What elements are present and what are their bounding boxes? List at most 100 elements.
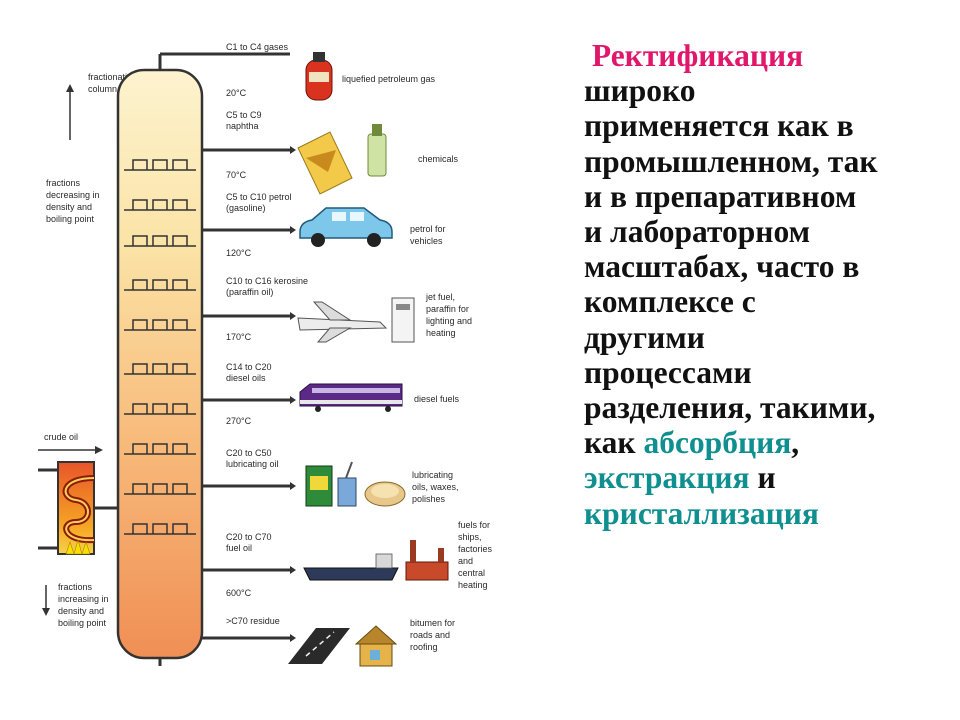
fraction-label: C5 to C9: [226, 110, 262, 120]
text-line: экстракция и: [584, 460, 956, 495]
term-extraction: экстракция: [584, 460, 750, 496]
bubble-cap: [152, 279, 168, 290]
bubble-cap: [152, 319, 168, 330]
fraction-label: >C70 residue: [226, 616, 280, 626]
text-line: промышленном, так: [584, 143, 878, 179]
car-icon: [299, 207, 393, 247]
outlet-arrow: [290, 312, 296, 320]
bubble-cap: [172, 443, 188, 454]
product-label: chemicals: [418, 154, 459, 164]
text-line: широко: [584, 73, 696, 109]
crude-oil-label: crude oil: [44, 432, 78, 442]
bubble-cap: [132, 403, 148, 414]
text-line: и в препаративном: [584, 178, 857, 214]
furnace: [57, 461, 118, 555]
bubble-cap: [152, 363, 168, 374]
text-line: комплексе с: [584, 284, 756, 320]
text-line: процессами: [584, 354, 752, 390]
bubble-cap: [132, 235, 148, 246]
temperature-label: 170°C: [226, 332, 252, 342]
bubble-cap: [132, 319, 148, 330]
product-label: jet fuel, paraffin for lighting and heat…: [425, 292, 475, 338]
term-absorption: абсорбция: [643, 425, 792, 461]
bubble-cap: [152, 403, 168, 414]
fraction-label: naphtha: [226, 121, 259, 131]
bubble-cap: [172, 403, 188, 414]
fraction-labels: C1 to C4 gases C5 to C9 naphtha C5 to C1…: [226, 42, 308, 626]
text-line: применяется как в: [584, 108, 854, 144]
bubble-cap: [172, 319, 188, 330]
ship-factory-icon: [303, 540, 449, 581]
term-crystallization: кристаллизация: [584, 495, 819, 531]
product-label: petrol for vehicles: [410, 224, 448, 246]
bubble-cap: [152, 199, 168, 210]
text-line: Ректификация: [584, 38, 956, 73]
product-label: liquefied petroleum gas: [342, 74, 436, 84]
title-term: Ректификация: [591, 38, 804, 73]
temperature-label: 20°C: [226, 88, 247, 98]
fraction-label: (gasoline): [226, 203, 266, 213]
fraction-label: fuel oil: [226, 543, 252, 553]
slide-text: Ректификация широко применяется как в пр…: [584, 38, 956, 531]
chemicals-icon: [297, 124, 387, 195]
bubble-cap: [132, 483, 148, 494]
bubble-cap: [132, 523, 148, 534]
bubble-cap: [132, 159, 148, 170]
fractionating-column-diagram: fractionating column fractions decreasin…: [38, 42, 493, 667]
bubble-cap: [152, 159, 168, 170]
outlet-pipes: [202, 146, 296, 642]
bubble-cap: [132, 443, 148, 454]
text-line: и лабораторном: [584, 214, 811, 250]
outlet-arrow: [290, 482, 296, 490]
crude-oil-inlet: [38, 446, 103, 550]
bubble-cap: [172, 483, 188, 494]
text-word: и: [757, 460, 776, 496]
bubble-cap: [152, 443, 168, 454]
bubble-cap: [132, 279, 148, 290]
fraction-label: diesel oils: [226, 373, 266, 383]
bubble-cap: [132, 199, 148, 210]
jet-plane-icon: [297, 297, 415, 343]
fraction-label: C20 to C50: [226, 448, 272, 458]
outlet-arrow: [290, 226, 296, 234]
bubble-cap: [172, 523, 188, 534]
product-label: bitumen for roads and roofing: [410, 618, 458, 652]
temperature-labels: 20°C 70°C 120°C 170°C 270°C 600°C: [226, 88, 252, 598]
temperature-label: 600°C: [226, 588, 252, 598]
bubble-cap: [172, 199, 188, 210]
fraction-label: (paraffin oil): [226, 287, 273, 297]
fraction-label: lubricating oil: [226, 459, 279, 469]
text-line: кристаллизация: [584, 496, 956, 531]
bubble-cap: [152, 523, 168, 534]
outlet-arrow: [290, 396, 296, 404]
temperature-label: 70°C: [226, 170, 247, 180]
column-trays: [124, 159, 196, 535]
fraction-label: C20 to C70: [226, 532, 272, 542]
temperature-label: 270°C: [226, 416, 252, 426]
text-line: как абсорбция,: [584, 425, 956, 460]
train-icon: [299, 383, 403, 412]
fractions-increasing-label: fractions increasing in density and boil…: [58, 582, 111, 628]
text-comma: ,: [791, 425, 800, 461]
fractions-decreasing-label: fractions decreasing in density and boil…: [46, 178, 102, 224]
decreasing-arrow: [66, 84, 74, 140]
bubble-cap: [172, 279, 188, 290]
product-label: diesel fuels: [414, 394, 460, 404]
text-word: как: [584, 425, 636, 461]
outlet-arrow: [290, 146, 296, 154]
text-line: масштабах, часто в: [584, 249, 860, 285]
bubble-cap: [172, 363, 188, 374]
text-line: другими: [584, 319, 705, 355]
bubble-cap: [152, 235, 168, 246]
bubble-cap: [152, 483, 168, 494]
bubble-cap: [132, 363, 148, 374]
fraction-label: C5 to C10 petrol: [226, 192, 292, 202]
outlet-arrow: [290, 566, 296, 574]
text-line: разделения, такими,: [584, 390, 876, 426]
temperature-label: 120°C: [226, 248, 252, 258]
fraction-label: C10 to C16 kerosine: [226, 276, 308, 286]
bubble-cap: [172, 159, 188, 170]
increasing-arrow: [42, 585, 50, 616]
gas-cylinder-icon: [305, 52, 333, 101]
product-label: lubricating oils, waxes, polishes: [412, 470, 461, 504]
